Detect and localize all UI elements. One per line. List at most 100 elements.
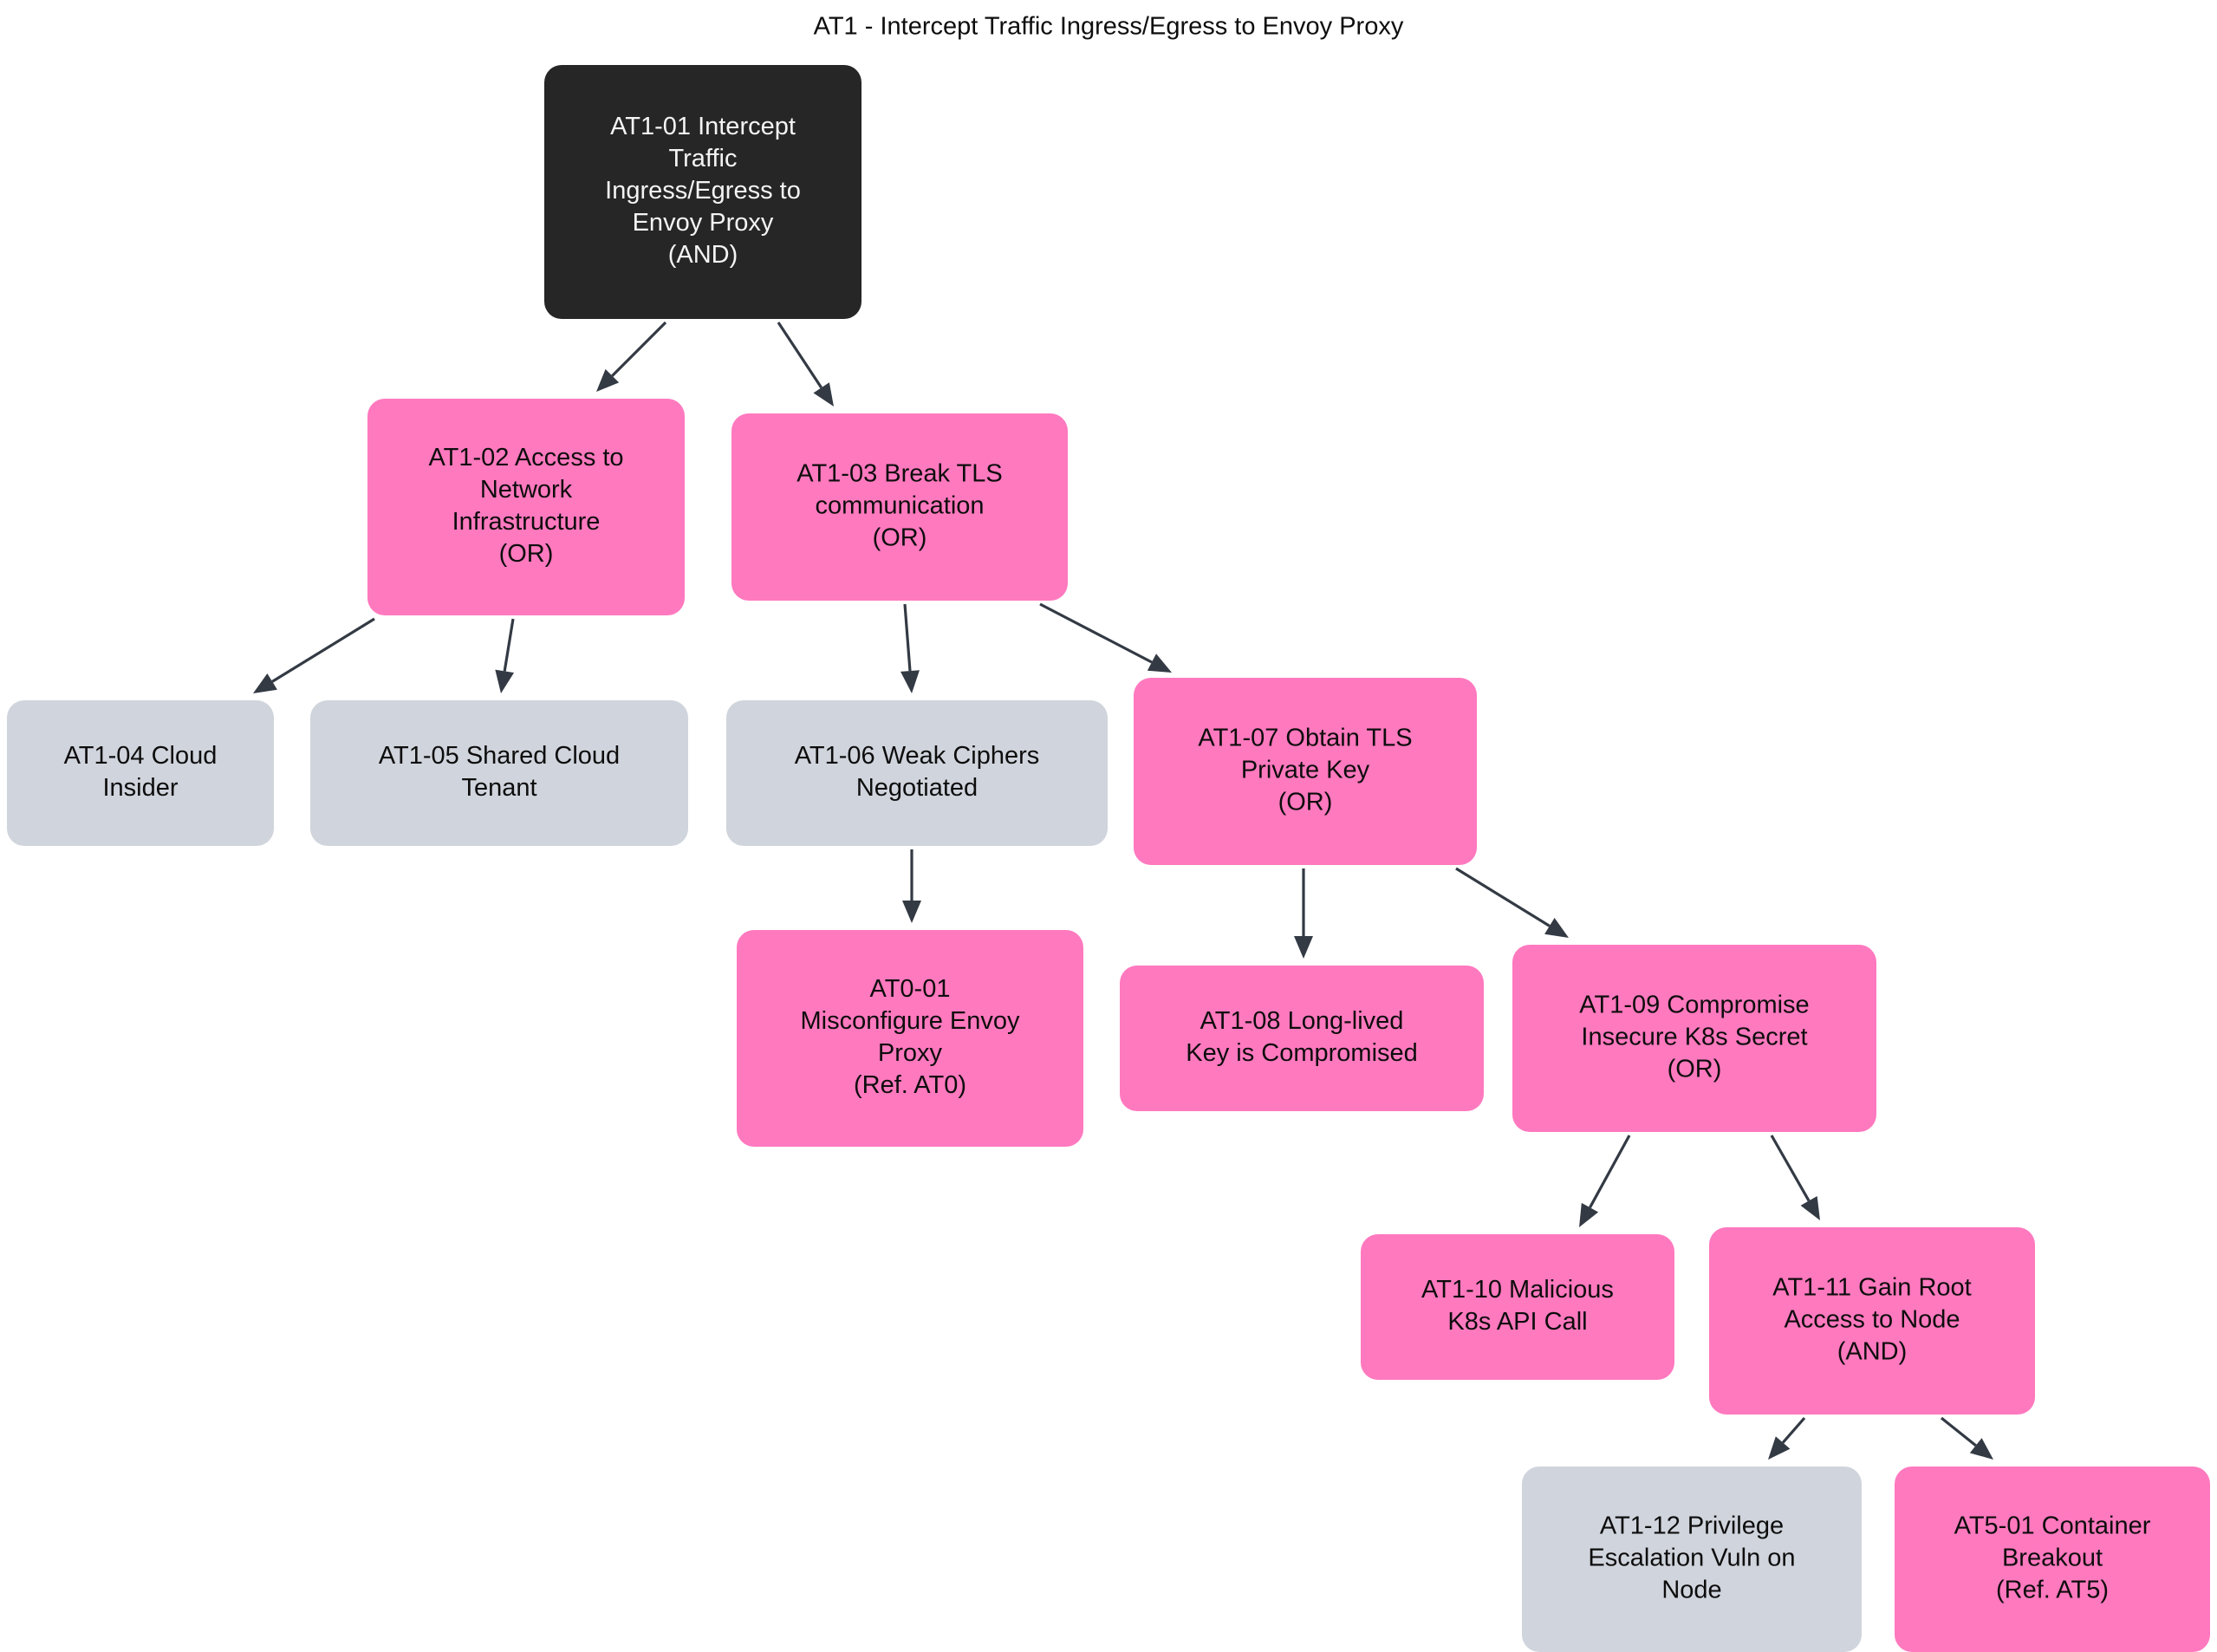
edge-at1-07-to-at1-08 [1294,868,1313,959]
node-label-line: Insider [102,774,178,802]
node-label-line: Private Key [1241,757,1370,784]
node-label-line: Negotiated [856,774,978,802]
edge-line [1770,1135,1811,1202]
arrowhead-icon [902,901,921,923]
node-box[interactable] [1522,1467,1862,1652]
node-box[interactable] [731,413,1068,601]
node-label-line: (Ref. AT0) [854,1071,966,1099]
node-label-line: (AND) [1837,1338,1908,1366]
node-label-line: (OR) [1668,1056,1722,1083]
edge-at1-07-to-at1-09 [1455,867,1569,938]
node-label-line: Traffic [669,145,738,172]
diagram-title: AT1 - Intercept Traffic Ingress/Egress t… [814,13,1404,41]
arrowhead-icon [495,669,515,693]
node-label-line: AT0-01 [870,975,951,1003]
node-label-line: AT1-08 Long-lived [1200,1007,1404,1035]
edge-line [1039,602,1153,664]
edge-line [903,603,912,672]
node-box[interactable] [7,700,274,846]
node-label-line: AT1-06 Weak Ciphers [795,742,1040,770]
edge-at1-02-to-at1-04 [253,617,375,693]
node-label-line: AT1-05 Shared Cloud [379,742,620,770]
node-box[interactable] [1512,945,1876,1132]
node-box[interactable] [726,700,1108,846]
edge-line [1589,1135,1631,1208]
node-label-line: K8s API Call [1447,1308,1587,1336]
edge-line [1781,1416,1806,1444]
node-box[interactable] [367,399,685,615]
edge-at1-09-to-at1-11 [1770,1135,1820,1220]
node-label-line: AT1-02 Access to [428,444,623,472]
edge-line [271,617,375,683]
node-label-line: AT1-12 Privilege [1600,1512,1784,1540]
node-box[interactable] [1120,966,1484,1111]
edge-line [611,321,667,377]
edge-at1-09-to-at1-10 [1579,1135,1631,1227]
arrowhead-icon [1969,1438,1993,1460]
node-label-line: AT1-10 Malicious [1421,1276,1614,1304]
arrowhead-icon [1800,1195,1820,1220]
node-box[interactable] [1895,1467,2210,1652]
edge-at1-11-to-at5-01 [1941,1416,1993,1460]
edge-at1-03-to-at1-07 [1039,602,1172,673]
node-label-line: (AND) [668,241,738,269]
node-box[interactable] [1709,1227,2035,1415]
edge-at1-02-to-at1-05 [495,618,515,693]
node-box[interactable] [544,65,861,319]
node-box[interactable] [737,930,1083,1147]
node-at1-07[interactable]: AT1-07 Obtain TLS Private Key (OR) [1134,678,1477,865]
edge-at1-03-to-at1-06 [900,603,920,693]
arrowhead-icon [1768,1436,1791,1460]
node-label-line: AT1-07 Obtain TLS [1198,725,1412,752]
edge-at1-01-to-at1-02 [596,321,667,392]
node-label-line: AT5-01 Container [1954,1512,2151,1540]
edge-line [1941,1416,1977,1447]
node-box[interactable] [310,700,688,846]
node-label-line: Key is Compromised [1186,1039,1418,1067]
node-label-line: Misconfigure Envoy [800,1007,1020,1035]
node-label-line: AT1-04 Cloud [64,742,218,770]
node-box[interactable] [1134,678,1477,865]
node-label-line: Breakout [2002,1545,2103,1572]
node-label-line: Network [480,476,573,504]
edge-at1-01-to-at1-03 [777,322,834,406]
node-box[interactable] [1361,1234,1674,1380]
node-label-line: Tenant [461,774,536,802]
node-label-line: (OR) [1278,789,1333,816]
node-label-line: Access to Node [1784,1306,1960,1334]
arrowhead-icon [900,670,920,693]
node-label-line: Infrastructure [452,508,601,536]
arrowhead-icon [813,382,834,406]
node-label-line: (OR) [873,524,927,552]
arrowhead-icon [253,673,277,693]
node-label-line: AT1-03 Break TLS [796,460,1002,488]
edge-line [777,322,823,389]
node-label-line: Escalation Vuln on [1588,1545,1795,1572]
node-label-line: Insecure K8s Secret [1581,1024,1807,1051]
edge-at1-06-to-at0-01 [902,849,921,923]
node-label-line: (OR) [499,540,554,568]
node-label-line: Envoy Proxy [633,209,774,237]
edge-line [503,618,515,672]
node-label-line: Ingress/Egress to [605,177,801,205]
arrowhead-icon [1294,936,1313,959]
node-label-line: Node [1661,1577,1721,1604]
arrowhead-icon [1147,654,1172,673]
edge-line [1455,867,1551,927]
